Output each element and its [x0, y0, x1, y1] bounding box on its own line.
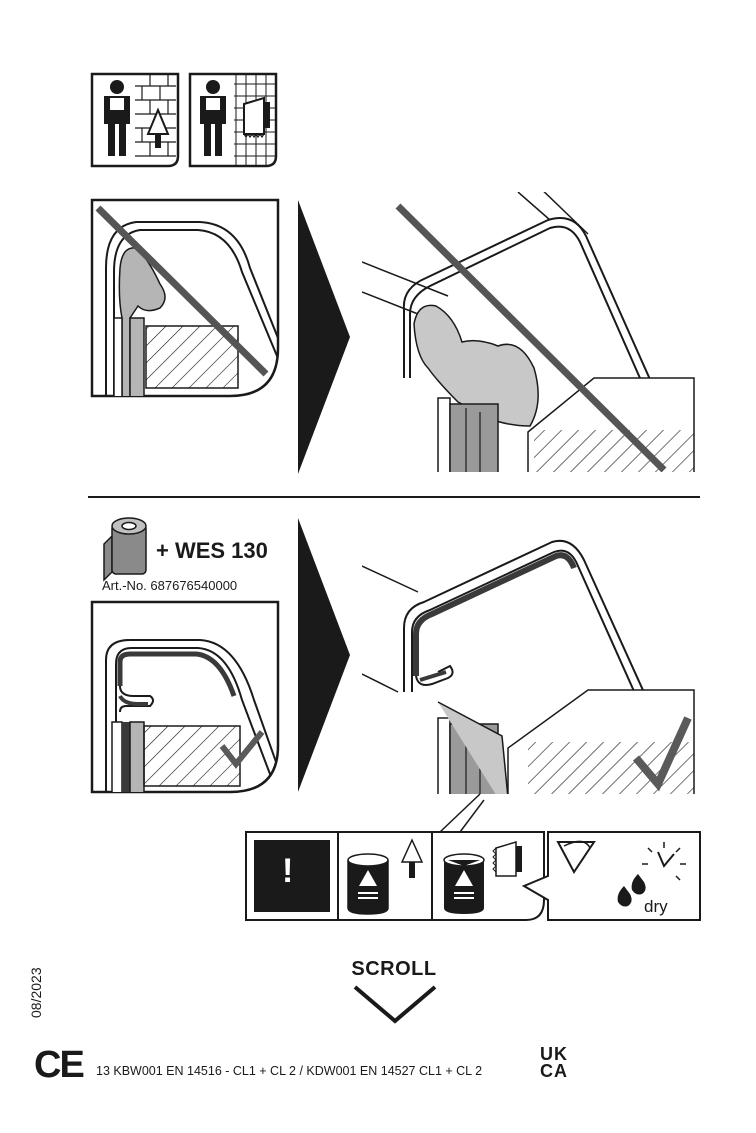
water-drops-icon [617, 874, 646, 907]
installer-tile-icon [188, 72, 278, 168]
ukca-mark: UK CA [540, 1044, 568, 1081]
wrong-3d-illustration [358, 192, 698, 478]
article-number: Art.-No. 687676540000 [102, 578, 238, 593]
wrong-detail-illustration [90, 198, 282, 400]
correct-detail-illustration [90, 600, 282, 796]
ce-mark: CE [34, 1044, 85, 1086]
document-date: 08/2023 [28, 967, 44, 1018]
wes-roll-icon [102, 516, 150, 582]
correct-3d-illustration [358, 512, 698, 798]
arrow-right [298, 200, 352, 474]
addon-product-label: + WES 130 [156, 538, 268, 563]
arrow-right [298, 518, 352, 792]
clock-icon [642, 842, 686, 881]
certification-text: 13 KBW001 EN 14516 - CL1 + CL 2 / KDW001… [96, 1064, 483, 1078]
scroll-chevron-icon [352, 984, 438, 1026]
check-icon [632, 716, 692, 792]
ukca-mark-line1: UK [540, 1044, 568, 1064]
installer-icons [90, 72, 282, 168]
notched-trowel-icon [443, 840, 522, 914]
section-divider [88, 496, 700, 498]
adhesive-can-icon [347, 853, 389, 915]
instruction-panel [244, 790, 704, 926]
scroll-label: SCROLL [351, 958, 437, 980]
dry-label: dry [644, 897, 668, 916]
installer-wall-icon [90, 72, 180, 168]
ukca-mark-line2: CA [540, 1061, 568, 1081]
warning-icon: ! [282, 852, 294, 890]
fill-level-icon [556, 840, 596, 874]
trowel-icon [400, 838, 424, 878]
check-icon [219, 730, 265, 769]
